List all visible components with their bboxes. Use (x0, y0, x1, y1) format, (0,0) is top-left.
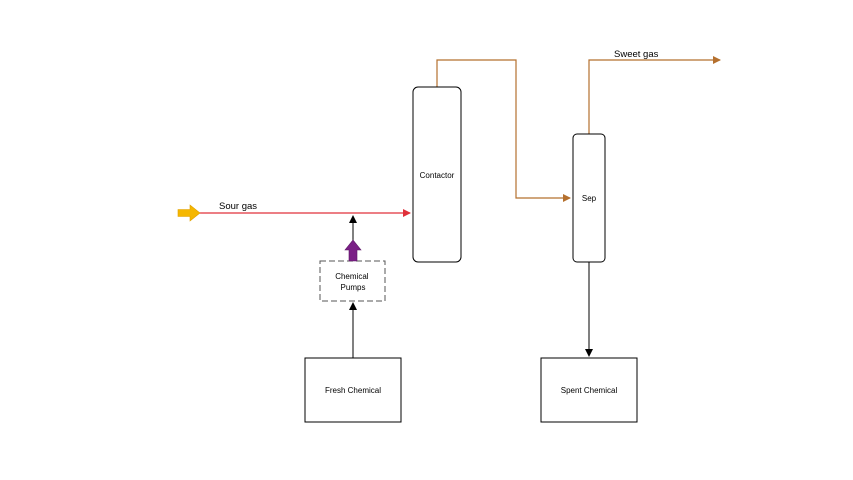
sweet-gas-label: Sweet gas (614, 49, 659, 60)
sweet-gas-line (588, 56, 721, 134)
chemical-pumps-label: Chemical Pumps (335, 272, 371, 292)
fresh-chemical-label: Fresh Chemical (325, 386, 381, 395)
chemical-pumps-box (319, 260, 386, 302)
separator-label: Sep (582, 194, 597, 203)
contactor-label: Contactor (420, 171, 455, 180)
spent-chemical-box (540, 357, 638, 423)
contactor-vessel (412, 86, 462, 263)
fresh-chemical-box (304, 357, 402, 423)
thick-up-arrow-icon (344, 239, 362, 262)
thick-right-arrow-icon (177, 204, 201, 222)
contactor-overhead-line (436, 59, 571, 202)
spent-chemical-label: Spent Chemical (561, 386, 618, 395)
sour-gas-label: Sour gas (219, 201, 257, 212)
